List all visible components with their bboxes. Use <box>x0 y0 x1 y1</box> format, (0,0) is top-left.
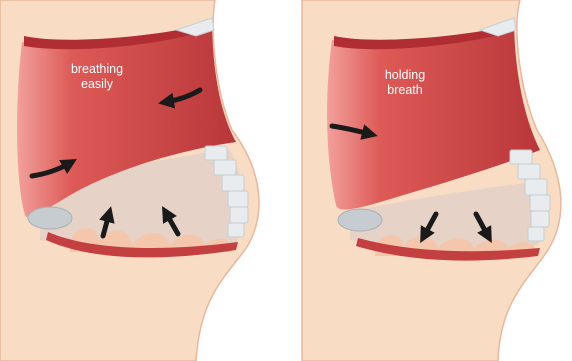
label-holding: holding <box>385 68 425 82</box>
pelvic-bone-right <box>338 209 382 231</box>
panel-breathing-easily: breathing easily <box>0 0 259 361</box>
label-easily: easily <box>81 77 114 91</box>
label-breath: breath <box>387 83 422 97</box>
panel-holding-breath: holding breath <box>302 0 561 361</box>
label-breathing: breathing <box>71 62 123 76</box>
pelvic-bone-left <box>28 207 72 229</box>
